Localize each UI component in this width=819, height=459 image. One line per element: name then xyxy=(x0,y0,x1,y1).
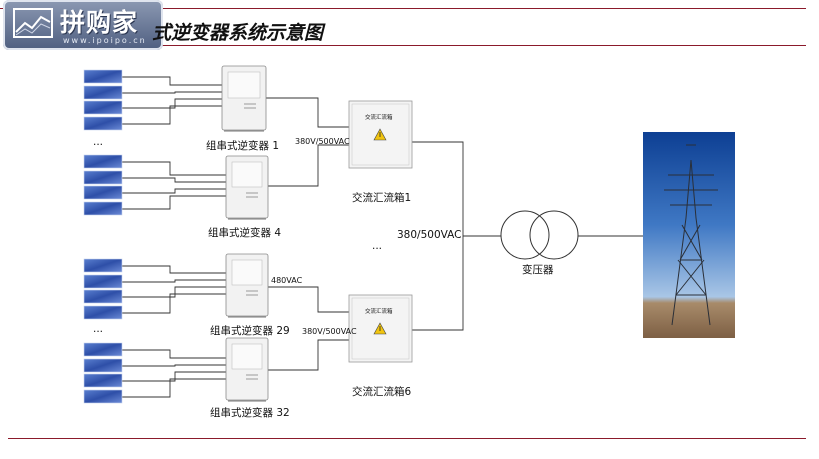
header-top-rule xyxy=(0,8,806,9)
main-voltage-label: 380/500VAC xyxy=(397,229,462,241)
ellipsis-1: ... xyxy=(93,136,104,148)
logo-url: www.ipoipo.cn xyxy=(63,36,147,45)
title-underline xyxy=(150,45,806,46)
site-logo: 拼购家 www.ipoipo.cn xyxy=(3,0,163,50)
inverter-32-label: 组串式逆变器 32 xyxy=(210,407,290,419)
voltage-label-2: 480VAC xyxy=(271,276,303,285)
logo-name: 拼购家 xyxy=(60,8,139,37)
combiner-1-plate: 交流汇流箱 xyxy=(365,115,393,121)
inverter-29-label: 组串式逆变器 29 xyxy=(210,325,290,337)
combiner-1-label: 交流汇流箱1 xyxy=(352,192,412,204)
pv-array-1 xyxy=(83,69,123,131)
combiner-box-6-icon xyxy=(348,294,413,363)
page-title: 式逆变器系统示意图 xyxy=(152,22,324,44)
inverter-1-icon xyxy=(221,65,267,132)
inverter-1-label: 组串式逆变器 1 xyxy=(206,140,280,152)
combiner-6-label: 交流汇流箱6 xyxy=(352,386,412,398)
combiner-box-1-icon xyxy=(348,100,413,169)
inverter-32-icon xyxy=(225,337,269,402)
inverter-4-icon xyxy=(225,155,269,220)
pv-array-2 xyxy=(83,154,123,216)
inverter-29-icon xyxy=(225,253,269,318)
pv-array-4 xyxy=(83,342,123,404)
voltage-label-3: 380V/500VAC xyxy=(302,327,357,336)
logo-chart-icon xyxy=(13,8,53,38)
transformer-label: 变压器 xyxy=(522,264,554,276)
ellipsis-3: ... xyxy=(372,240,383,252)
footer-rule xyxy=(8,438,806,439)
voltage-label-1: 380V/500VAC xyxy=(295,137,350,146)
transmission-tower-image xyxy=(643,132,735,338)
ellipsis-2: ... xyxy=(93,323,104,335)
transformer-icon xyxy=(500,210,579,260)
wiring xyxy=(122,76,643,398)
inverter-4-label: 组串式逆变器 4 xyxy=(208,227,282,239)
combiner-6-plate: 交流汇流箱 xyxy=(365,309,393,315)
pv-array-3 xyxy=(83,258,123,320)
